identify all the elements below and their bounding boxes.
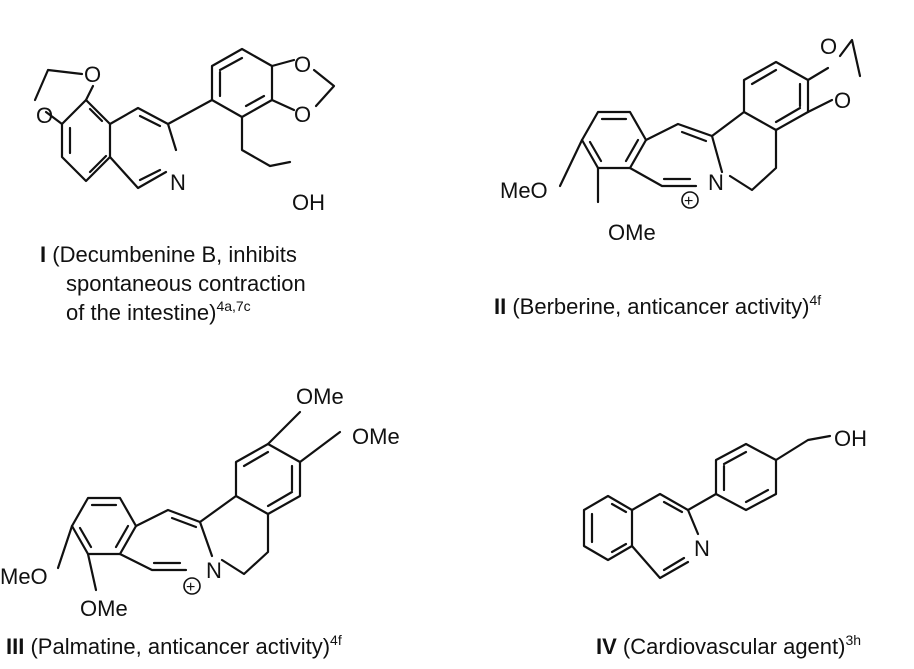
nitrogen-label-iii: N: [206, 558, 222, 583]
nitrogen-label-i: N: [170, 170, 186, 195]
caption-compound-iv: IV (Cardiovascular agent)3h: [596, 632, 861, 661]
caption-compound-ii: II (Berberine, anticancer activity)4f: [494, 292, 821, 321]
structure-decumbenine-b: O O O O N OH: [33, 47, 336, 215]
nitrogen-label-iv: N: [694, 536, 710, 561]
caption-i-line-1: (Decumbenine B, inhibits: [52, 242, 297, 267]
oxygen-label-i-3: O: [294, 52, 311, 77]
methoxy-label-ii-1: MeO: [500, 178, 548, 203]
compound-id-iv: IV: [596, 634, 617, 659]
methoxy-label-ii-2: OMe: [608, 220, 656, 245]
reference-i: 4a,7c: [216, 298, 251, 314]
structure-palmatine: OMe OMe N + MeO OMe: [0, 384, 400, 621]
reference-iii: 4f: [330, 632, 342, 648]
methoxy-label-iii-1: MeO: [0, 564, 48, 589]
nitrogen-label-ii: N: [708, 170, 724, 195]
methoxy-label-iii-2: OMe: [80, 596, 128, 621]
charge-label-iii: +: [186, 579, 195, 596]
reference-ii: 4f: [809, 292, 822, 308]
structure-berberine: O O N + MeO OMe: [500, 34, 862, 245]
caption-compound-i: I (Decumbenine B, inhibits spontaneous c…: [40, 240, 306, 327]
compound-id-iii: III: [6, 634, 25, 659]
hydroxyl-label-iv: OH: [834, 426, 867, 451]
caption-i-line-3: of the intestine): [66, 300, 217, 325]
methoxy-label-iii-top: OMe: [296, 384, 344, 409]
hydroxyl-label-i: OH: [292, 190, 325, 215]
oxygen-label-i-2: O: [84, 62, 101, 87]
reference-iv: 3h: [845, 632, 862, 648]
caption-iv-line-1: (Cardiovascular agent): [622, 634, 846, 659]
structure-compound-iv: N OH: [582, 426, 867, 580]
caption-iii-line-1: (Palmatine, anticancer activity): [30, 634, 331, 659]
compound-id-i: I: [40, 242, 47, 267]
compound-id-ii: II: [494, 294, 507, 319]
charge-circle-ii: [681, 191, 699, 209]
caption-ii-line-1: (Berberine, anticancer activity): [512, 294, 810, 319]
oxygen-label-ii-2: O: [834, 88, 851, 113]
charge-circle-iii: [183, 577, 201, 595]
caption-i-line-2: spontaneous contraction: [66, 271, 306, 296]
oxygen-label-ii-1: O: [820, 34, 837, 59]
oxygen-label-i-1: O: [36, 103, 53, 128]
charge-label-ii: +: [684, 193, 693, 210]
methoxy-label-iii-right: OMe: [352, 424, 400, 449]
oxygen-label-i-4: O: [294, 102, 311, 127]
caption-compound-iii: III (Palmatine, anticancer activity)4f: [6, 632, 342, 661]
